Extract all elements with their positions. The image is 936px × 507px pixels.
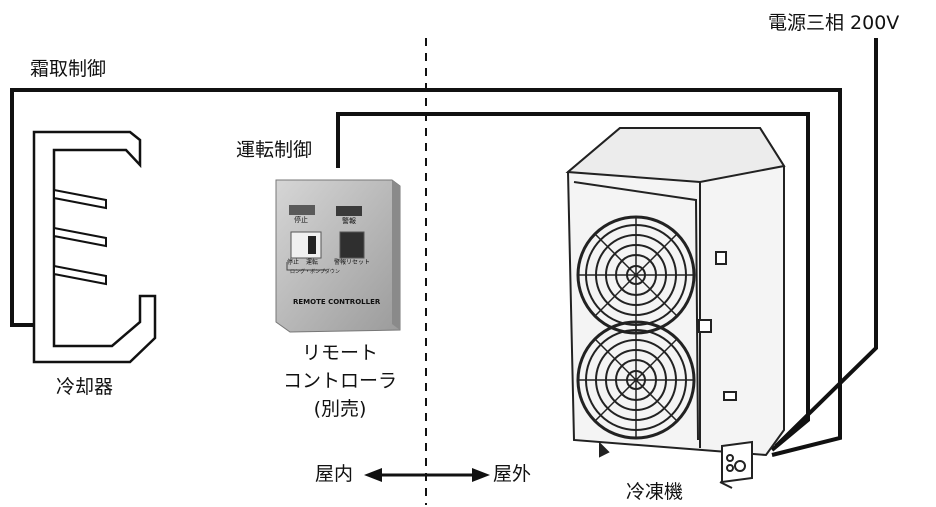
freezer-label: 冷凍機 [626, 481, 684, 503]
remote-controller [275, 179, 401, 333]
remote-controller-label-line2: コントローラ [282, 370, 397, 392]
operation-control-label: 運転制御 [236, 139, 313, 161]
remote-controller-label-line3: (別売) [313, 398, 367, 420]
indoor-label: 屋内 [315, 463, 354, 485]
freezer-fan-guards [576, 215, 696, 440]
remote-label-caption: ロング・ボンプダウン [290, 269, 340, 275]
cooler-fins [53, 188, 107, 286]
remote-display-left [289, 205, 315, 215]
remote-display-right [336, 206, 362, 216]
remote-label-alarm-reset: 警報リセット [334, 259, 371, 266]
cooler-unit [32, 130, 157, 364]
remote-label-alarm-top: 警報 [342, 217, 356, 225]
indoor-outdoor-arrow [364, 468, 490, 482]
cooler-label: 冷却器 [56, 376, 114, 398]
remote-button-right [339, 231, 365, 259]
remote-label-stop-top: 停止 [294, 216, 308, 224]
remote-label-stop: 停止 [287, 259, 300, 266]
defrost-control-label: 霜取制御 [30, 58, 107, 80]
remote-button-left [290, 231, 322, 259]
remote-controller-label-line1: リモート [301, 342, 378, 364]
defrost-control-wire [10, 88, 842, 457]
freezer-unit [565, 127, 786, 489]
outdoor-label: 屋外 [493, 463, 532, 485]
power-supply-wire [774, 38, 878, 448]
remote-brand-label: REMOTE CONTROLLER [293, 298, 381, 306]
power-supply-label: 電源三相 200V [768, 12, 900, 34]
operation-control-wire [336, 112, 810, 452]
remote-label-run: 運転 [306, 259, 319, 266]
